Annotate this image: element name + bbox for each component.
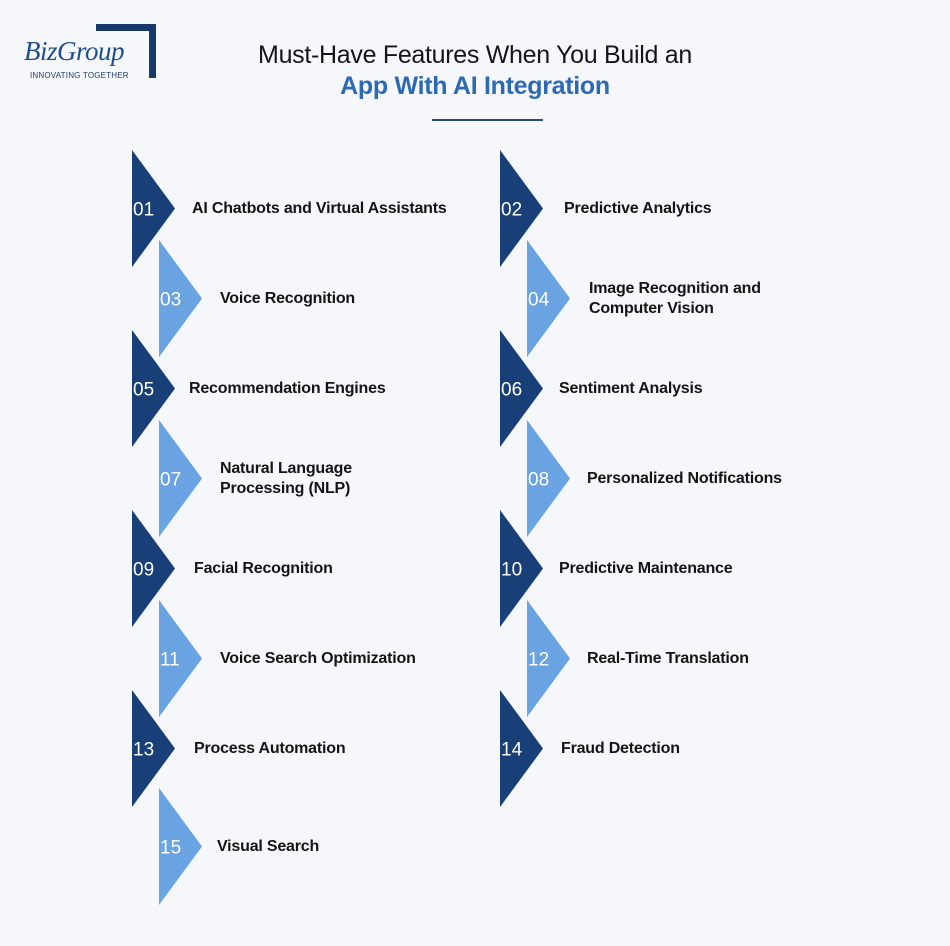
feature-08-marker	[527, 420, 570, 537]
feature-11-label: Voice Search Optimization	[220, 649, 416, 667]
feature-07-number: 07	[160, 470, 181, 491]
feature-12-label: Real-Time Translation	[587, 649, 749, 667]
feature-08-number: 08	[528, 470, 549, 491]
feature-11-marker	[159, 600, 202, 717]
feature-15-number: 15	[160, 838, 181, 859]
feature-01-number: 01	[133, 200, 154, 221]
feature-14-label: Fraud Detection	[561, 739, 680, 757]
feature-07-marker	[159, 420, 202, 537]
feature-06-number: 06	[501, 380, 522, 401]
feature-04-label: Image Recognition and Computer Vision	[589, 279, 761, 317]
feature-01-label: AI Chatbots and Virtual Assistants	[192, 199, 447, 217]
feature-03-label: Voice Recognition	[220, 289, 355, 307]
feature-13-marker	[132, 690, 175, 807]
feature-09-marker	[132, 510, 175, 627]
feature-13-label: Process Automation	[194, 739, 346, 757]
feature-09-label: Facial Recognition	[194, 559, 333, 577]
bizgroup-logo: BizGroup INNOVATING TOGETHER	[22, 24, 162, 86]
feature-05-marker	[132, 330, 175, 447]
feature-03-marker	[159, 240, 202, 357]
feature-14-number: 14	[501, 740, 523, 761]
page-title-line-1: Must-Have Features When You Build an	[258, 41, 692, 69]
feature-05-number: 05	[133, 380, 154, 401]
feature-11-number: 11	[160, 650, 180, 671]
feature-08-label: Personalized Notifications	[587, 469, 782, 487]
feature-10-label: Predictive Maintenance	[559, 559, 733, 577]
feature-01-marker	[132, 150, 175, 267]
logo-tagline: INNOVATING TOGETHER	[30, 71, 129, 80]
logo-wordmark: BizGroup	[24, 36, 125, 66]
feature-03-number: 03	[160, 290, 181, 311]
feature-04-marker	[527, 240, 570, 357]
feature-02-number: 02	[501, 200, 522, 221]
feature-05-label: Recommendation Engines	[189, 379, 386, 397]
feature-13-number: 13	[133, 740, 154, 761]
title-underline	[432, 119, 543, 121]
feature-06-marker	[500, 330, 543, 447]
feature-10-number: 10	[501, 560, 522, 581]
feature-02-marker	[500, 150, 543, 267]
feature-04-number: 04	[528, 290, 550, 311]
page-title-line-2: App With AI Integration	[340, 72, 610, 100]
feature-09-number: 09	[133, 560, 154, 581]
feature-12-marker	[527, 600, 570, 717]
feature-15-label: Visual Search	[217, 837, 320, 855]
feature-07-label: Natural Language Processing (NLP)	[220, 459, 352, 497]
feature-02-label: Predictive Analytics	[564, 199, 712, 217]
feature-12-number: 12	[528, 650, 549, 671]
feature-14-marker	[500, 690, 543, 807]
logo-frame-shape	[96, 24, 156, 78]
feature-06-label: Sentiment Analysis	[559, 379, 703, 397]
feature-15-marker	[159, 788, 202, 905]
feature-10-marker	[500, 510, 543, 627]
